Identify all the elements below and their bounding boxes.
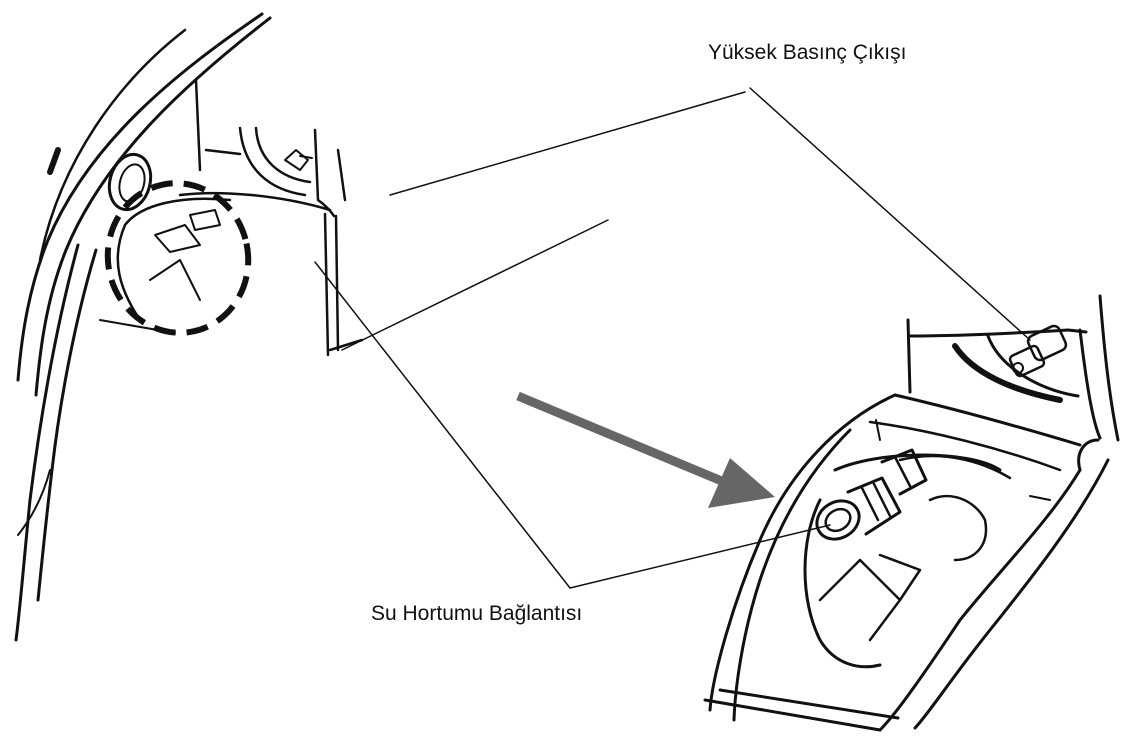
water-hose-connection-label: Su Hortumu Bağlantısı: [371, 602, 583, 625]
highlight-dashed-circle: [104, 180, 252, 336]
zoom-arrow: [516, 391, 775, 508]
leader-lines: [314, 87, 1031, 589]
water-hose-inlet-fitting: [815, 448, 928, 541]
high-pressure-outlet-label: Yüksek Basınç Çıkışı: [708, 41, 907, 64]
machine-overview: [14, 12, 364, 642]
high-pressure-outlet-fitting: [1008, 324, 1068, 378]
zoom-guide-lines: [341, 91, 746, 351]
connection-detail: [703, 294, 1120, 732]
